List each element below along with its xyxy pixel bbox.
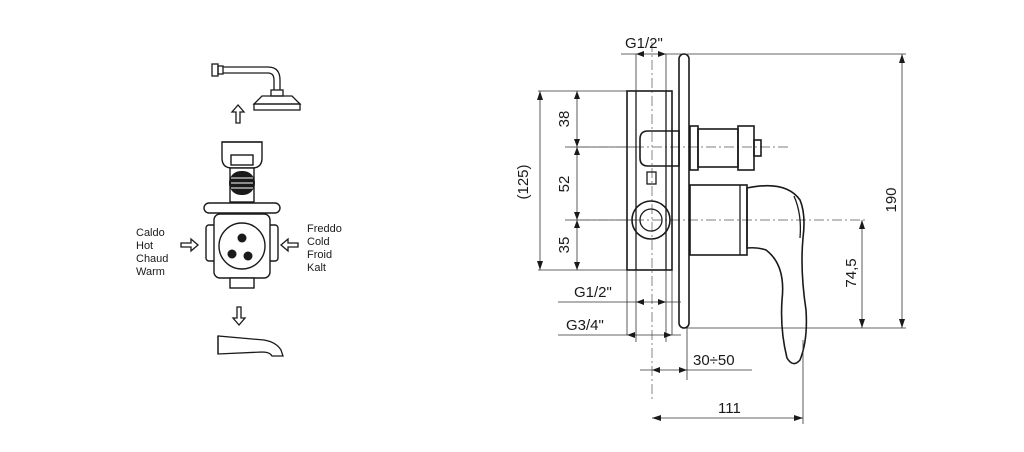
side-view-drawing: (125) 38 52 35 G1/2" [515, 35, 906, 424]
dim-35: 35 [556, 237, 573, 254]
dim-38: 38 [556, 111, 573, 128]
dim-top-thread: G1/2" [625, 35, 663, 52]
shower-head-icon [211, 63, 302, 111]
cold-inlet-label-4: Kalt [307, 262, 326, 274]
arrow-left-icon [280, 237, 299, 253]
wall-plate [678, 53, 690, 329]
hot-inlet-label-2: Hot [136, 240, 153, 252]
cold-inlet-label-1: Freddo [307, 223, 342, 235]
flow-schematic: Caldo Hot Chaud Warm Freddo Cold Froid K… [136, 63, 342, 357]
dim-bottom-thread-1: G1/2" [574, 284, 612, 301]
arrow-right-icon [180, 237, 199, 253]
dim-bottom-thread-2: G3/4" [566, 317, 604, 334]
dim-190: 190 [883, 187, 900, 212]
lever-handle [746, 184, 808, 365]
hot-inlet-label-1: Caldo [136, 227, 165, 239]
mixer-body-icon [203, 141, 281, 289]
dim-111: 111 [718, 400, 741, 417]
outlet-port [631, 200, 671, 240]
diverter-stem [639, 125, 762, 171]
hot-inlet-label-3: Chaud [136, 253, 168, 265]
hot-inlet-label-4: Warm [136, 266, 165, 278]
arrow-down-icon [231, 306, 247, 326]
dim-74-5: 74,5 [843, 258, 860, 287]
dim-30-50: 30÷50 [693, 352, 735, 369]
cold-inlet-label-2: Cold [307, 236, 330, 248]
cold-inlet-label-3: Froid [307, 249, 332, 261]
valve-body [626, 90, 673, 271]
arrow-up-icon [230, 104, 246, 124]
spout-icon [217, 335, 284, 357]
dim-52: 52 [556, 176, 573, 193]
dim-125-total: (125) [515, 164, 532, 199]
